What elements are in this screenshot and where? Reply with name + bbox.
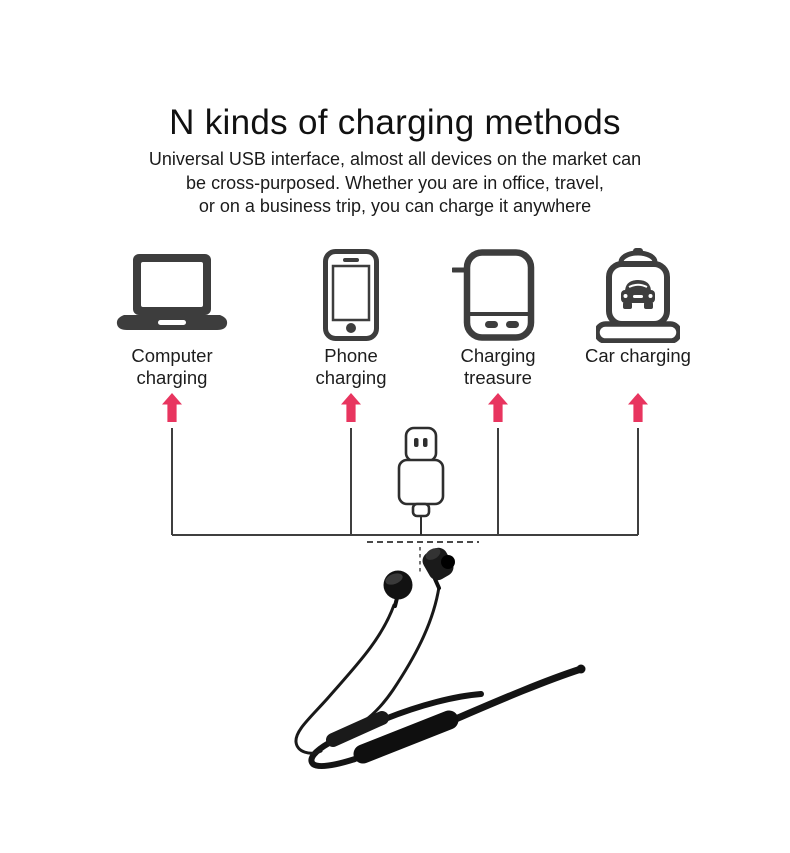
method-label-computer: Computer charging bbox=[131, 345, 213, 388]
smartphone-icon bbox=[323, 246, 379, 343]
neckband-module-right bbox=[353, 710, 459, 764]
car-charger-icon bbox=[596, 246, 680, 343]
up-arrow-icon bbox=[341, 393, 361, 422]
usb-plug-icon bbox=[397, 426, 445, 535]
subtitle-line-3: or on a business trip, you can charge it… bbox=[198, 196, 592, 216]
earbud-right bbox=[422, 547, 455, 590]
earbud-left bbox=[383, 570, 413, 608]
connector-lines bbox=[150, 424, 662, 553]
neckband bbox=[382, 691, 484, 722]
neckband bbox=[447, 665, 585, 725]
method-label-phone: Phone charging bbox=[315, 345, 387, 388]
method-column-computer: Computer charging bbox=[92, 246, 252, 422]
neckband bbox=[308, 740, 358, 770]
subtitle-line-1: Universal USB interface, almost all devi… bbox=[148, 149, 642, 169]
method-label-treasure: Charging treasure bbox=[460, 345, 536, 388]
neckband-earphones-illustration bbox=[263, 545, 597, 775]
power-bank-icon bbox=[452, 246, 544, 343]
method-column-phone: Phone charging bbox=[271, 246, 431, 422]
subtitle: Universal USB interface, almost all devi… bbox=[0, 148, 790, 219]
up-arrow-icon bbox=[162, 393, 182, 422]
method-column-car: Car charging bbox=[558, 246, 718, 422]
method-label-car: Car charging bbox=[585, 345, 691, 366]
method-column-treasure: Charging treasure bbox=[418, 246, 578, 422]
subtitle-line-2: be cross-purposed. Whether you are in of… bbox=[186, 172, 604, 193]
neckband-module-left bbox=[326, 711, 389, 747]
earbud-wire-left bbox=[294, 603, 396, 755]
laptop-icon bbox=[114, 246, 230, 343]
page-title: N kinds of charging methods bbox=[169, 103, 621, 143]
up-arrow-icon bbox=[628, 393, 648, 422]
up-arrow-icon bbox=[488, 393, 508, 422]
